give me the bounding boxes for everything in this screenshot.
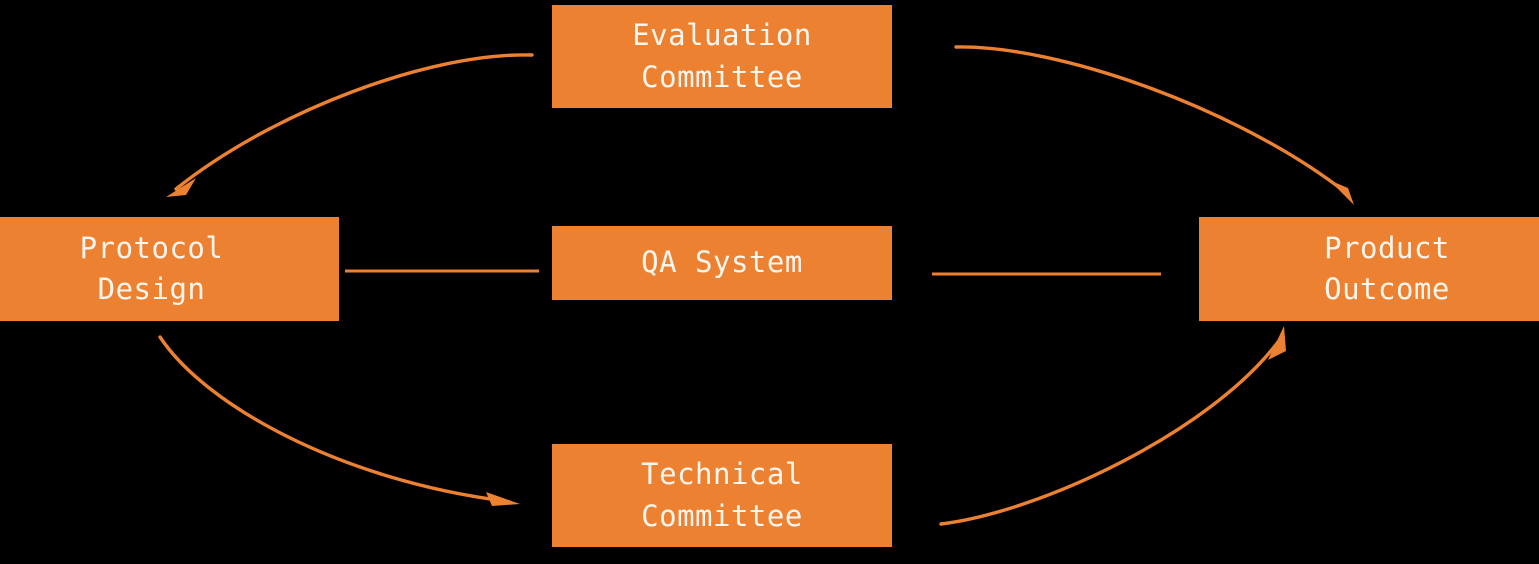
node-label-line-1: Technical — [641, 457, 803, 492]
node-label-line-1: Evaluation — [632, 18, 812, 53]
node-evaluation-committee[interactable]: Evaluation Committee — [552, 5, 892, 108]
edge-evaluation-committee-to-protocol-design — [166, 53, 534, 197]
node-label-line-2: Committee — [641, 498, 803, 533]
node-label-line-2: Outcome — [1324, 272, 1450, 306]
node-label-line-2: Design — [97, 272, 206, 306]
node-label-line-1: Protocol — [79, 230, 224, 265]
node-technical-committee[interactable]: Technical Committee — [552, 444, 892, 547]
node-product-outcome[interactable]: Product Outcome — [1199, 217, 1539, 321]
node-qa-system[interactable]: QA System — [552, 226, 892, 300]
arrowhead-icon — [166, 178, 196, 197]
edge-evaluation-committee-to-product-outcome — [954, 45, 1354, 205]
arrowhead-icon — [486, 492, 520, 506]
edge-protocol-design-to-technical-committee — [158, 335, 520, 506]
arrowhead-icon — [1268, 326, 1286, 360]
node-label-line-1: QA System — [641, 245, 803, 280]
node-protocol-design[interactable]: Protocol Design — [0, 217, 339, 321]
arrowhead-icon — [1329, 180, 1354, 205]
node-label-line-1: Product — [1324, 230, 1450, 265]
edge-technical-committee-to-product-outcome — [939, 326, 1286, 526]
node-label-line-2: Committee — [641, 59, 803, 94]
